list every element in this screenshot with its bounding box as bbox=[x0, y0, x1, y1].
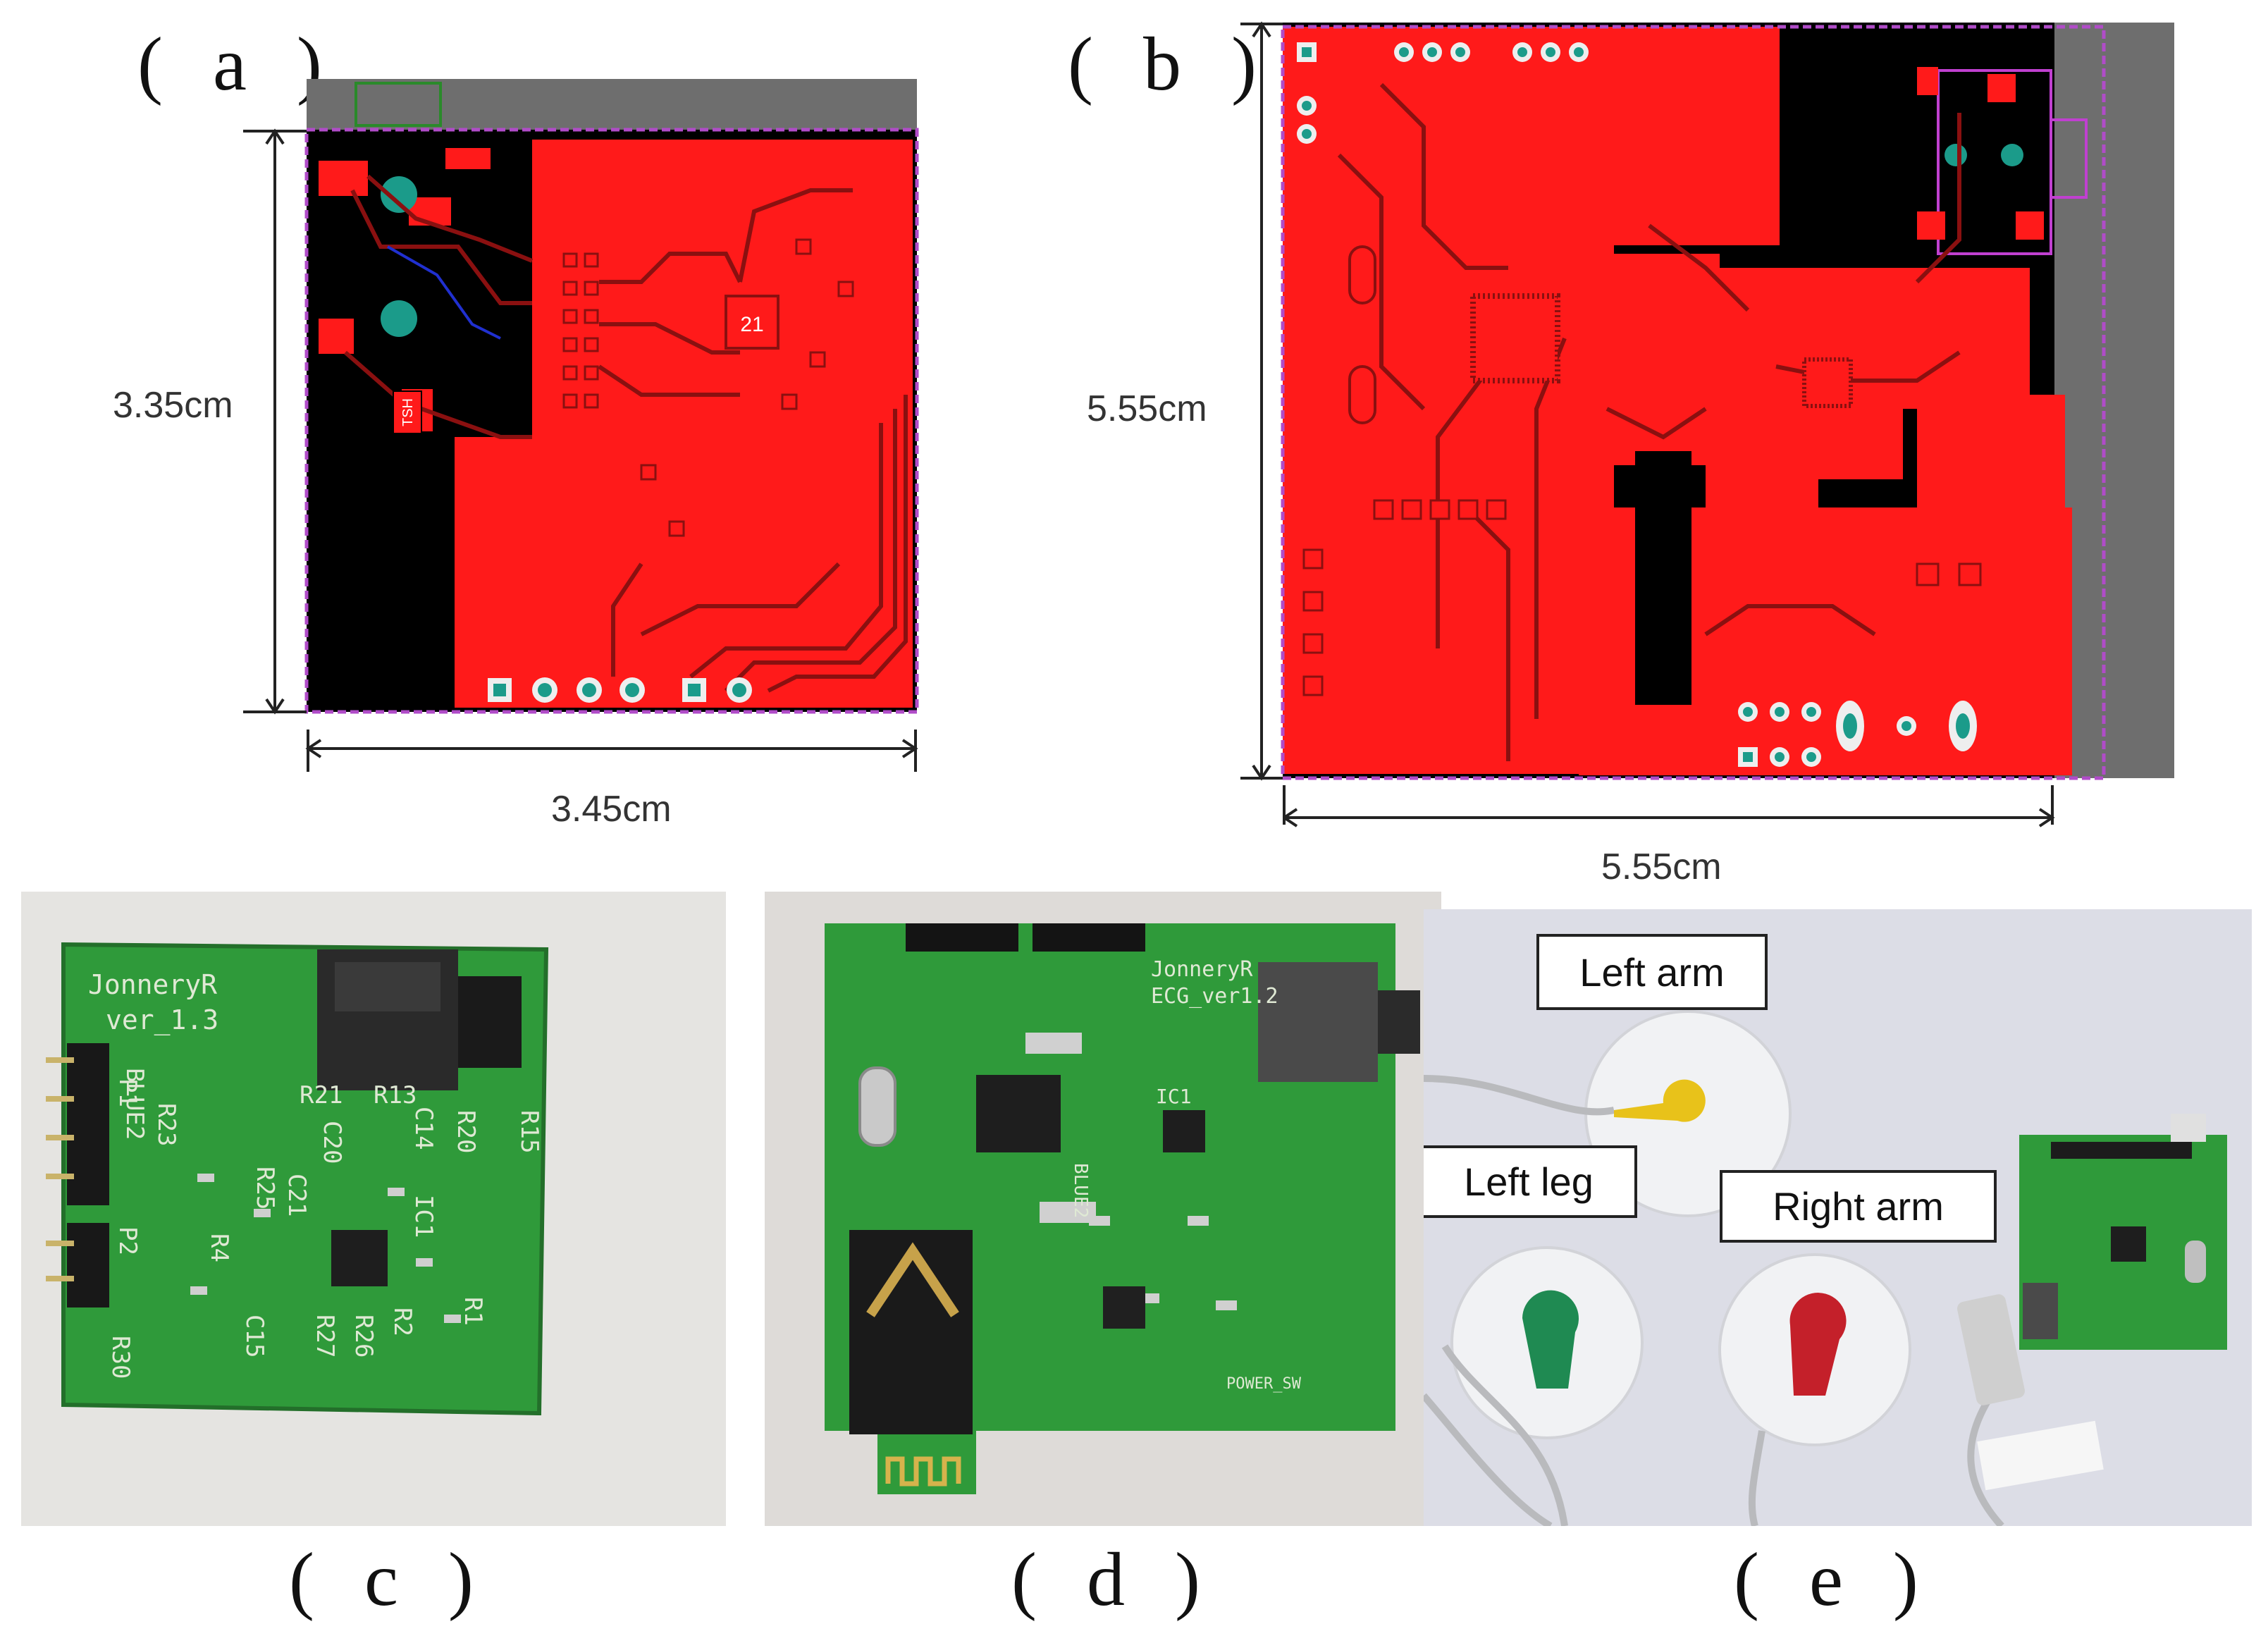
silk-p2: P2 bbox=[113, 1226, 142, 1255]
silk-r25: R25 bbox=[251, 1167, 279, 1210]
dimension-height-a: 3.35cm bbox=[113, 385, 233, 426]
panel-e-label: ( e ) bbox=[1734, 1538, 1934, 1622]
silk-r2: R2 bbox=[388, 1307, 417, 1336]
silk-r23: R23 bbox=[152, 1103, 180, 1146]
silk-brand-c: JonneryR bbox=[88, 969, 217, 1000]
electrodes-photo-e: Left arm Left leg Right arm bbox=[1424, 909, 2252, 1526]
silk-r26: R26 bbox=[350, 1315, 378, 1358]
dimension-width-a: 3.45cm bbox=[551, 789, 672, 830]
silk-r27: R27 bbox=[311, 1315, 339, 1358]
silk-r4: R4 bbox=[205, 1233, 233, 1262]
silk-power-sw: POWER_SW bbox=[1226, 1375, 1302, 1393]
panel-c-label: ( c ) bbox=[289, 1538, 489, 1622]
silk-ic1-d: IC1 bbox=[1156, 1085, 1192, 1108]
panel-a-label: ( a ) bbox=[137, 23, 338, 106]
silk-c14: C14 bbox=[409, 1107, 438, 1150]
dimension-arrow-b bbox=[1283, 808, 2055, 827]
silk-blue2-c: BLUE2 bbox=[121, 1068, 149, 1140]
dimension-width-b: 5.55cm bbox=[1601, 847, 1722, 887]
silk-version-d: ECG_ver1.2 bbox=[1151, 984, 1278, 1009]
silk-r15: R15 bbox=[515, 1110, 543, 1153]
silk-r30: R30 bbox=[106, 1336, 135, 1379]
silk-p1: P1 bbox=[113, 1078, 142, 1107]
board-photo-d: JonneryR ECG_ver1.2 IC1 BLUE2 POWER_SW bbox=[765, 892, 1441, 1526]
dimension-height-b: 5.55cm bbox=[1087, 388, 1207, 429]
silk-brand-d: JonneryR bbox=[1151, 957, 1253, 982]
panel-b-label: ( b ) bbox=[1068, 23, 1272, 106]
silk-r20: R20 bbox=[452, 1110, 480, 1153]
silk-r21: R21 bbox=[300, 1081, 343, 1109]
silk-ic1-c: IC1 bbox=[409, 1195, 438, 1238]
silk-r13: R13 bbox=[374, 1081, 417, 1109]
pcb-layout-b bbox=[1240, 21, 2174, 825]
label-left-leg: Left leg bbox=[1424, 1145, 1637, 1218]
pcb-chip-mark: 21 bbox=[740, 313, 763, 336]
silk-r1: R1 bbox=[459, 1297, 487, 1326]
panel-d-label: ( d ) bbox=[1011, 1538, 1216, 1622]
silk-blue2-d: BLUE2 bbox=[1070, 1163, 1091, 1218]
pcb-layout-a: 21 TSH bbox=[243, 79, 919, 772]
label-right-arm: Right arm bbox=[1720, 1170, 1997, 1243]
pcb-tsh-mark: TSH bbox=[400, 398, 416, 426]
silk-c15: C15 bbox=[240, 1315, 269, 1358]
label-left-arm: Left arm bbox=[1536, 934, 1768, 1010]
board-photo-c: JonneryR ver_1.3 BLUE2 P1 P2 R23 R30 R4 … bbox=[21, 892, 726, 1526]
silk-version-c: ver_1.3 bbox=[106, 1004, 218, 1036]
silk-c21: C21 bbox=[283, 1174, 311, 1217]
silk-c20: C20 bbox=[318, 1121, 346, 1164]
